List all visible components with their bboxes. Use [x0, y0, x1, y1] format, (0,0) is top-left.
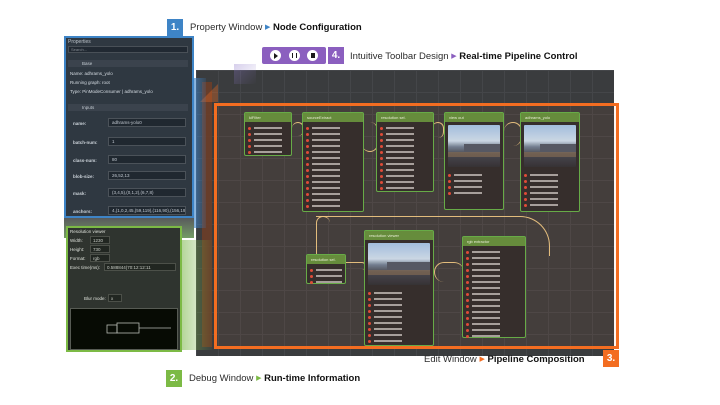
format-value: rgb: [90, 254, 110, 262]
debug-frame-canvas: [70, 308, 178, 350]
pipeline-node[interactable]: rgb extractor: [462, 236, 526, 338]
debug-window-side: [182, 240, 212, 350]
pipeline-node[interactable]: sourceExtract: [302, 112, 364, 212]
property-window-title: Properties: [68, 39, 91, 45]
field-label: class-num:: [73, 158, 97, 163]
mask-field[interactable]: (3,4,5),(0,1,2),(6,7,8): [108, 188, 186, 197]
field-label: name:: [73, 121, 87, 126]
arrow-right-icon: ▶: [479, 356, 485, 363]
callout-badge-2: 2.: [166, 370, 182, 387]
pipeline-node[interactable]: resolution sel.: [306, 254, 346, 284]
arrow-right-icon: ▶: [451, 53, 457, 60]
callout-label: Property Window: [190, 22, 263, 33]
detection-preview: [524, 125, 576, 167]
node-title: adhrams_yolo: [521, 113, 579, 122]
exec-time-value: 0.588844(70:12:12:11: [104, 263, 176, 271]
pipeline-node[interactable]: resolution sel.: [376, 112, 434, 192]
stop-button[interactable]: [307, 50, 319, 61]
field-label: anchors:: [73, 209, 93, 214]
node-ports: [445, 169, 503, 199]
node-type-line: Type: PinModeConsumer | adhrams_yolo: [70, 89, 153, 94]
anchors-field[interactable]: 4,(1,0,2,45,(59,119),(116,90),(156,198: [108, 206, 186, 215]
field-label: batch-num:: [73, 140, 98, 145]
callout-debug-window: Debug Window ▶ Run-time Information: [189, 373, 360, 384]
node-name-line: Name: adhrams_yolo: [70, 71, 113, 76]
video-preview: [368, 243, 430, 285]
node-title: resolution viewer: [365, 231, 433, 240]
node-title: resolution sel.: [307, 255, 345, 264]
running-graph-line: Running graph: root: [70, 80, 110, 85]
property-window-side: [194, 78, 206, 228]
callout-label: Edit Window: [424, 354, 477, 365]
debug-label: Blur mode:: [84, 296, 106, 301]
field-label: blob-size:: [73, 174, 94, 179]
play-button[interactable]: [269, 50, 281, 61]
callout-target: Run-time Information: [264, 373, 361, 384]
node-ports: [377, 122, 433, 194]
node-ports: [521, 169, 579, 211]
node-title: rgb extractor: [463, 237, 525, 246]
callout-target: Pipeline Composition: [487, 354, 585, 365]
callout-toolbar: Intuitive Toolbar Design ▶ Real-time Pip…: [350, 51, 578, 62]
node-title: view out: [445, 113, 503, 122]
node-ports: [307, 264, 345, 288]
video-preview: [448, 125, 500, 167]
section-base[interactable]: Base: [68, 60, 188, 67]
callout-edit-window: Edit Window ▶ Pipeline Composition: [424, 354, 585, 365]
play-icon: [273, 52, 278, 59]
debug-window-highlight: [66, 226, 182, 352]
node-ports: [245, 122, 291, 158]
pipeline-wire: [434, 262, 464, 282]
callout-badge-1: 1.: [167, 19, 183, 36]
callout-label: Intuitive Toolbar Design: [350, 51, 449, 62]
callout-badge-3: 3.: [603, 350, 619, 367]
blob-size-field[interactable]: 26,52,13: [108, 171, 186, 180]
pipeline-wire: [316, 216, 330, 260]
blur-mode-value[interactable]: x: [108, 294, 122, 302]
property-search-input[interactable]: Search...: [68, 46, 188, 53]
debug-label: Height:: [70, 247, 85, 252]
pipeline-node[interactable]: view out: [444, 112, 504, 210]
batch-num-field[interactable]: 1: [108, 137, 186, 146]
pipeline-node[interactable]: kiFilter: [244, 112, 292, 156]
node-title: kiFilter: [245, 113, 291, 122]
pipeline-node[interactable]: adhrams_yolo: [520, 112, 580, 212]
width-value: 1230: [90, 236, 110, 244]
edit-window-highlight: [214, 103, 619, 349]
debug-label: Exec time(ms):: [70, 265, 101, 270]
arrow-right-icon: ▶: [256, 375, 262, 382]
debug-label: Format:: [70, 256, 86, 261]
callout-target: Real-time Pipeline Control: [459, 51, 578, 62]
stop-icon: [310, 53, 315, 58]
field-label: mask:: [73, 191, 87, 196]
debug-window-title: Resolution viewer: [70, 229, 106, 234]
pipeline-toolbar: [262, 47, 326, 64]
debug-label: Width:: [70, 238, 83, 243]
pipeline-wire: [432, 122, 444, 138]
property-window-highlight: [64, 36, 194, 218]
frame-outline: [106, 322, 171, 334]
class-num-field[interactable]: 80: [108, 155, 186, 164]
node-ports: [463, 246, 525, 342]
name-field[interactable]: adhrams-yolo0: [108, 118, 186, 127]
edit-window-side: [202, 82, 212, 347]
pause-icon: [291, 53, 297, 58]
callout-target: Node Configuration: [273, 22, 362, 33]
callout-label: Debug Window: [189, 373, 254, 384]
toolbar-perspective-shade: [234, 64, 256, 84]
pause-button[interactable]: [288, 50, 300, 61]
section-inputs[interactable]: Inputs: [68, 104, 188, 111]
node-title: resolution sel.: [377, 113, 433, 122]
callout-badge-4: 4.: [328, 47, 344, 64]
callout-property-window: Property Window ▶ Node Configuration: [190, 22, 362, 33]
node-ports: [303, 122, 363, 212]
arrow-right-icon: ▶: [264, 24, 271, 31]
node-title: sourceExtract: [303, 113, 363, 122]
pipeline-node[interactable]: resolution viewer: [364, 230, 434, 349]
height-value: 730: [90, 245, 110, 253]
